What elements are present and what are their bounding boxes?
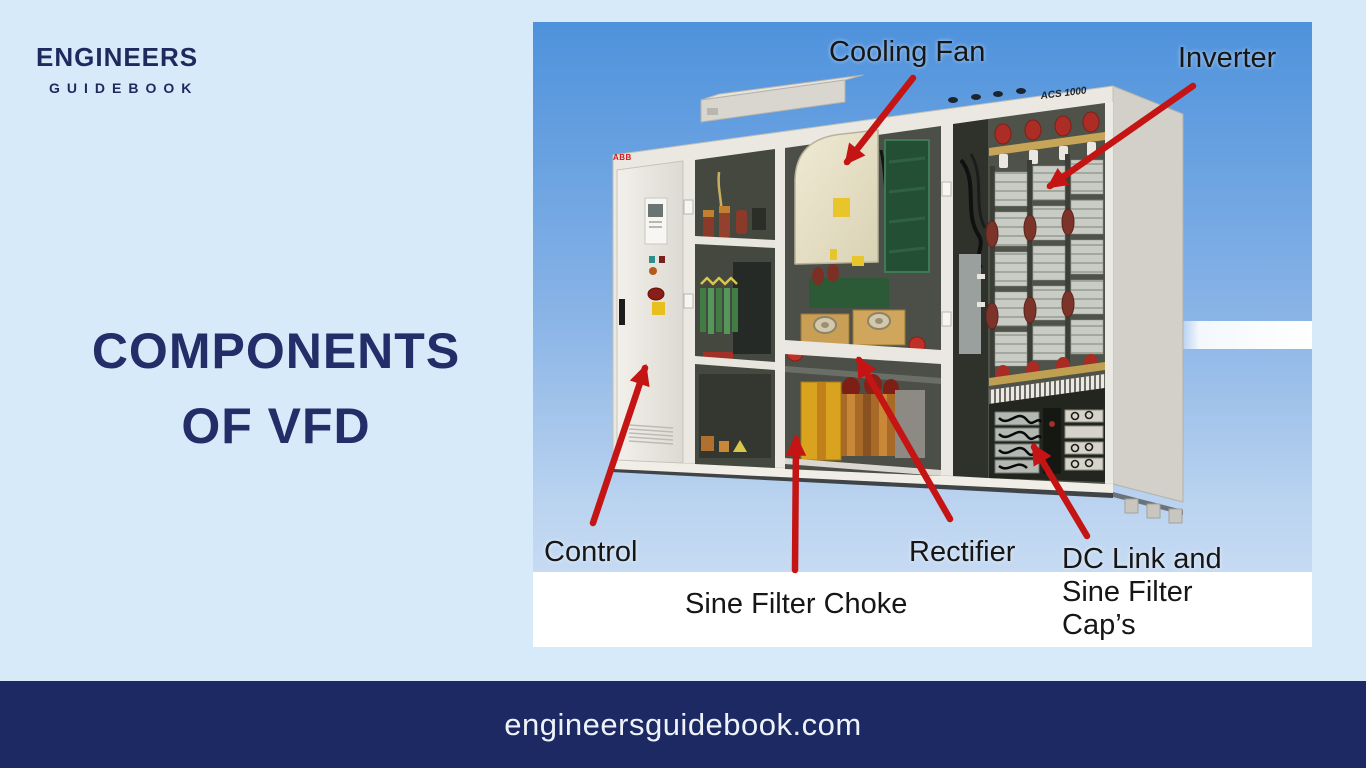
arrow-control: [589, 364, 650, 527]
page-title-line2: OF VFD: [181, 398, 371, 454]
inverter-stack: [985, 154, 1105, 386]
footer-bar: engineersguidebook.com: [0, 681, 1366, 768]
label-cooling-fan: Cooling Fan: [829, 36, 986, 68]
arrow-inverter: [1046, 82, 1197, 190]
arrow-rectifier: [855, 356, 954, 523]
brand-name: ENGINEERS: [36, 42, 199, 72]
input-bay-bottom: [699, 374, 771, 458]
control-display: [644, 197, 668, 245]
cabinet-brand-mark: ABB: [613, 153, 632, 162]
sine-filter-choke-coil: [800, 374, 925, 461]
cooling-fan-duct: [794, 129, 879, 266]
cabinet-side-panel: [1112, 85, 1184, 503]
control-door: [616, 160, 684, 464]
circuit-board: [884, 139, 930, 273]
label-dc-link-line3: Cap’s: [1062, 609, 1136, 641]
caption-band: [533, 572, 1312, 647]
cable-bay: [953, 119, 988, 478]
warning-label: [652, 302, 665, 315]
brand-logo: ENGINEERS GUIDEBOOK: [36, 42, 198, 96]
control-buttons: [649, 256, 665, 275]
arrow-sine-filter-choke: [785, 434, 807, 574]
label-dc-link-line1: DC Link and: [1062, 543, 1222, 575]
door-handle: [619, 299, 625, 325]
dc-link-capacitors: [989, 388, 1105, 482]
door-hinges: [683, 181, 952, 327]
vfd-diagram: ACS 1000 ABB: [533, 22, 1312, 647]
input-bay: [695, 149, 775, 468]
page-title: COMPONENTS OF VFD: [52, 314, 500, 464]
website-url: engineersguidebook.com: [504, 706, 862, 742]
center-bay: [785, 126, 941, 476]
brand-subtitle: GUIDEBOOK: [49, 80, 199, 96]
fuse-assembly: [703, 171, 766, 242]
label-control: Control: [544, 536, 638, 568]
arrow-cooling-fan: [843, 74, 917, 166]
label-inverter: Inverter: [1178, 42, 1277, 74]
vfd-cabinet: ACS 1000 ABB: [611, 74, 1184, 524]
inverter-top-capacitors: [989, 111, 1105, 168]
label-sine-filter-choke: Sine Filter Choke: [685, 588, 908, 620]
inverter-bay: [985, 103, 1105, 484]
green-capacitors: [700, 262, 771, 360]
horizon-stripe: [1171, 321, 1312, 349]
front-right-post: [1105, 102, 1113, 484]
label-dc-link: DC Link and Sine Filter Cap’s: [1062, 543, 1222, 642]
cabinet-feet: [1124, 498, 1183, 524]
emergency-stop-button: [647, 287, 665, 301]
door-vents: [628, 424, 674, 445]
annotation-arrows: [589, 74, 1197, 574]
label-dc-link-line2: Sine Filter: [1062, 576, 1193, 608]
roof-duct: [700, 74, 864, 123]
page-title-line1: COMPONENTS: [91, 323, 461, 379]
cabinet-base: [613, 460, 1113, 493]
vent-grille: [989, 374, 1105, 404]
label-rectifier: Rectifier: [909, 536, 1016, 568]
vfd-cabinet-illustration: ACS 1000 ABB: [533, 22, 1312, 647]
arrow-dc-link: [1030, 443, 1091, 540]
